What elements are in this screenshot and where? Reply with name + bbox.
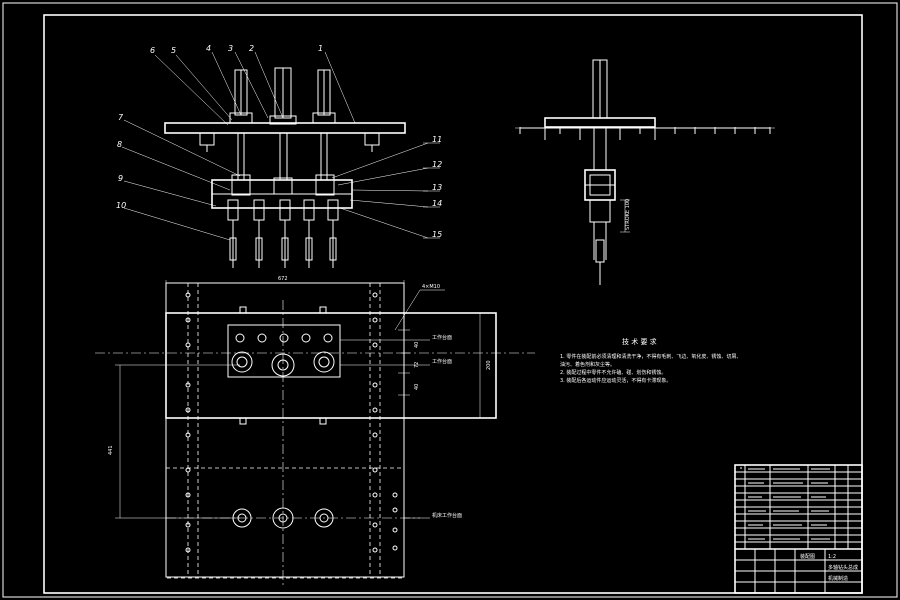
drawing-frame xyxy=(43,14,863,594)
side-view: STROKE 100 xyxy=(515,59,775,285)
base-outline xyxy=(165,282,405,578)
head-outline-plan xyxy=(227,324,341,378)
callout-7: 7 xyxy=(118,113,124,122)
callout-8: 8 xyxy=(117,140,122,149)
callout-3: 3 xyxy=(228,44,233,53)
note-line-1: 1. 零件在装配前必须清理和清洗干净，不得有毛刺、飞边、氧化皮、锈蚀、切屑、 xyxy=(560,353,741,360)
callout-11: 11 xyxy=(432,135,442,144)
callout-2: 2 xyxy=(249,44,254,53)
callout-12: 12 xyxy=(432,160,442,169)
dim-holes: 4×M10 xyxy=(422,284,440,290)
dim-72: 72 xyxy=(414,362,420,368)
title-block: 装配图 1:2 多轴钻头总成 机械制造 xyxy=(734,464,863,594)
callout-9: 9 xyxy=(118,174,123,183)
note-line-2: 油污、着色剂和灰尘等。 xyxy=(560,361,615,368)
plate-label-1: 工作台面 xyxy=(432,334,452,341)
technical-notes: 技 术 要 求 1. 零件在装配前必须清理和清洗干净，不得有毛刺、飞边、氧化皮、… xyxy=(560,337,741,384)
dim-40-top: 40 xyxy=(414,342,420,348)
top-mount-plate xyxy=(164,122,406,134)
drill-spindles xyxy=(227,199,339,268)
note-line-4: 3. 装配后各运动件应运动灵活，不得有卡滞现象。 xyxy=(560,377,671,384)
base-table-hidden xyxy=(165,467,405,579)
tb-part-name: 多轴钻头总成 xyxy=(828,564,858,571)
notes-title: 技 术 要 求 xyxy=(622,337,657,346)
base-view: 机床工作台面 xyxy=(165,467,462,579)
callout-14: 14 xyxy=(432,199,442,208)
tb-company: 机械制造 xyxy=(828,575,848,582)
side-stroke-dim: STROKE 100 xyxy=(625,199,631,230)
callout-5: 5 xyxy=(171,46,176,55)
callout-6: 6 xyxy=(150,46,155,55)
plate-label-2: 工作台面 xyxy=(432,358,452,365)
front-view: 1 2 3 4 5 6 7 8 9 10 11 12 13 14 15 xyxy=(116,44,442,268)
tb-drawing-name: 装配图 xyxy=(800,553,815,560)
dim-200: 200 xyxy=(486,360,492,370)
callout-15: 15 xyxy=(432,230,442,239)
note-line-3: 2. 装配过程中零件不允许磕、碰、划伤和锈蚀。 xyxy=(560,369,666,376)
callout-1: 1 xyxy=(318,44,323,53)
plan-view: 672 xyxy=(95,276,535,585)
side-top-plate xyxy=(544,117,656,128)
work-plate xyxy=(165,312,497,419)
base-label: 机床工作台面 xyxy=(432,512,462,519)
callout-13: 13 xyxy=(432,183,442,192)
dim-672: 672 xyxy=(278,276,288,282)
dim-40-bottom: 40 xyxy=(414,384,420,390)
callout-4: 4 xyxy=(206,44,211,53)
callout-10: 10 xyxy=(116,201,126,210)
tb-scale: 1:2 xyxy=(828,554,836,560)
dim-441: 441 xyxy=(108,445,114,455)
